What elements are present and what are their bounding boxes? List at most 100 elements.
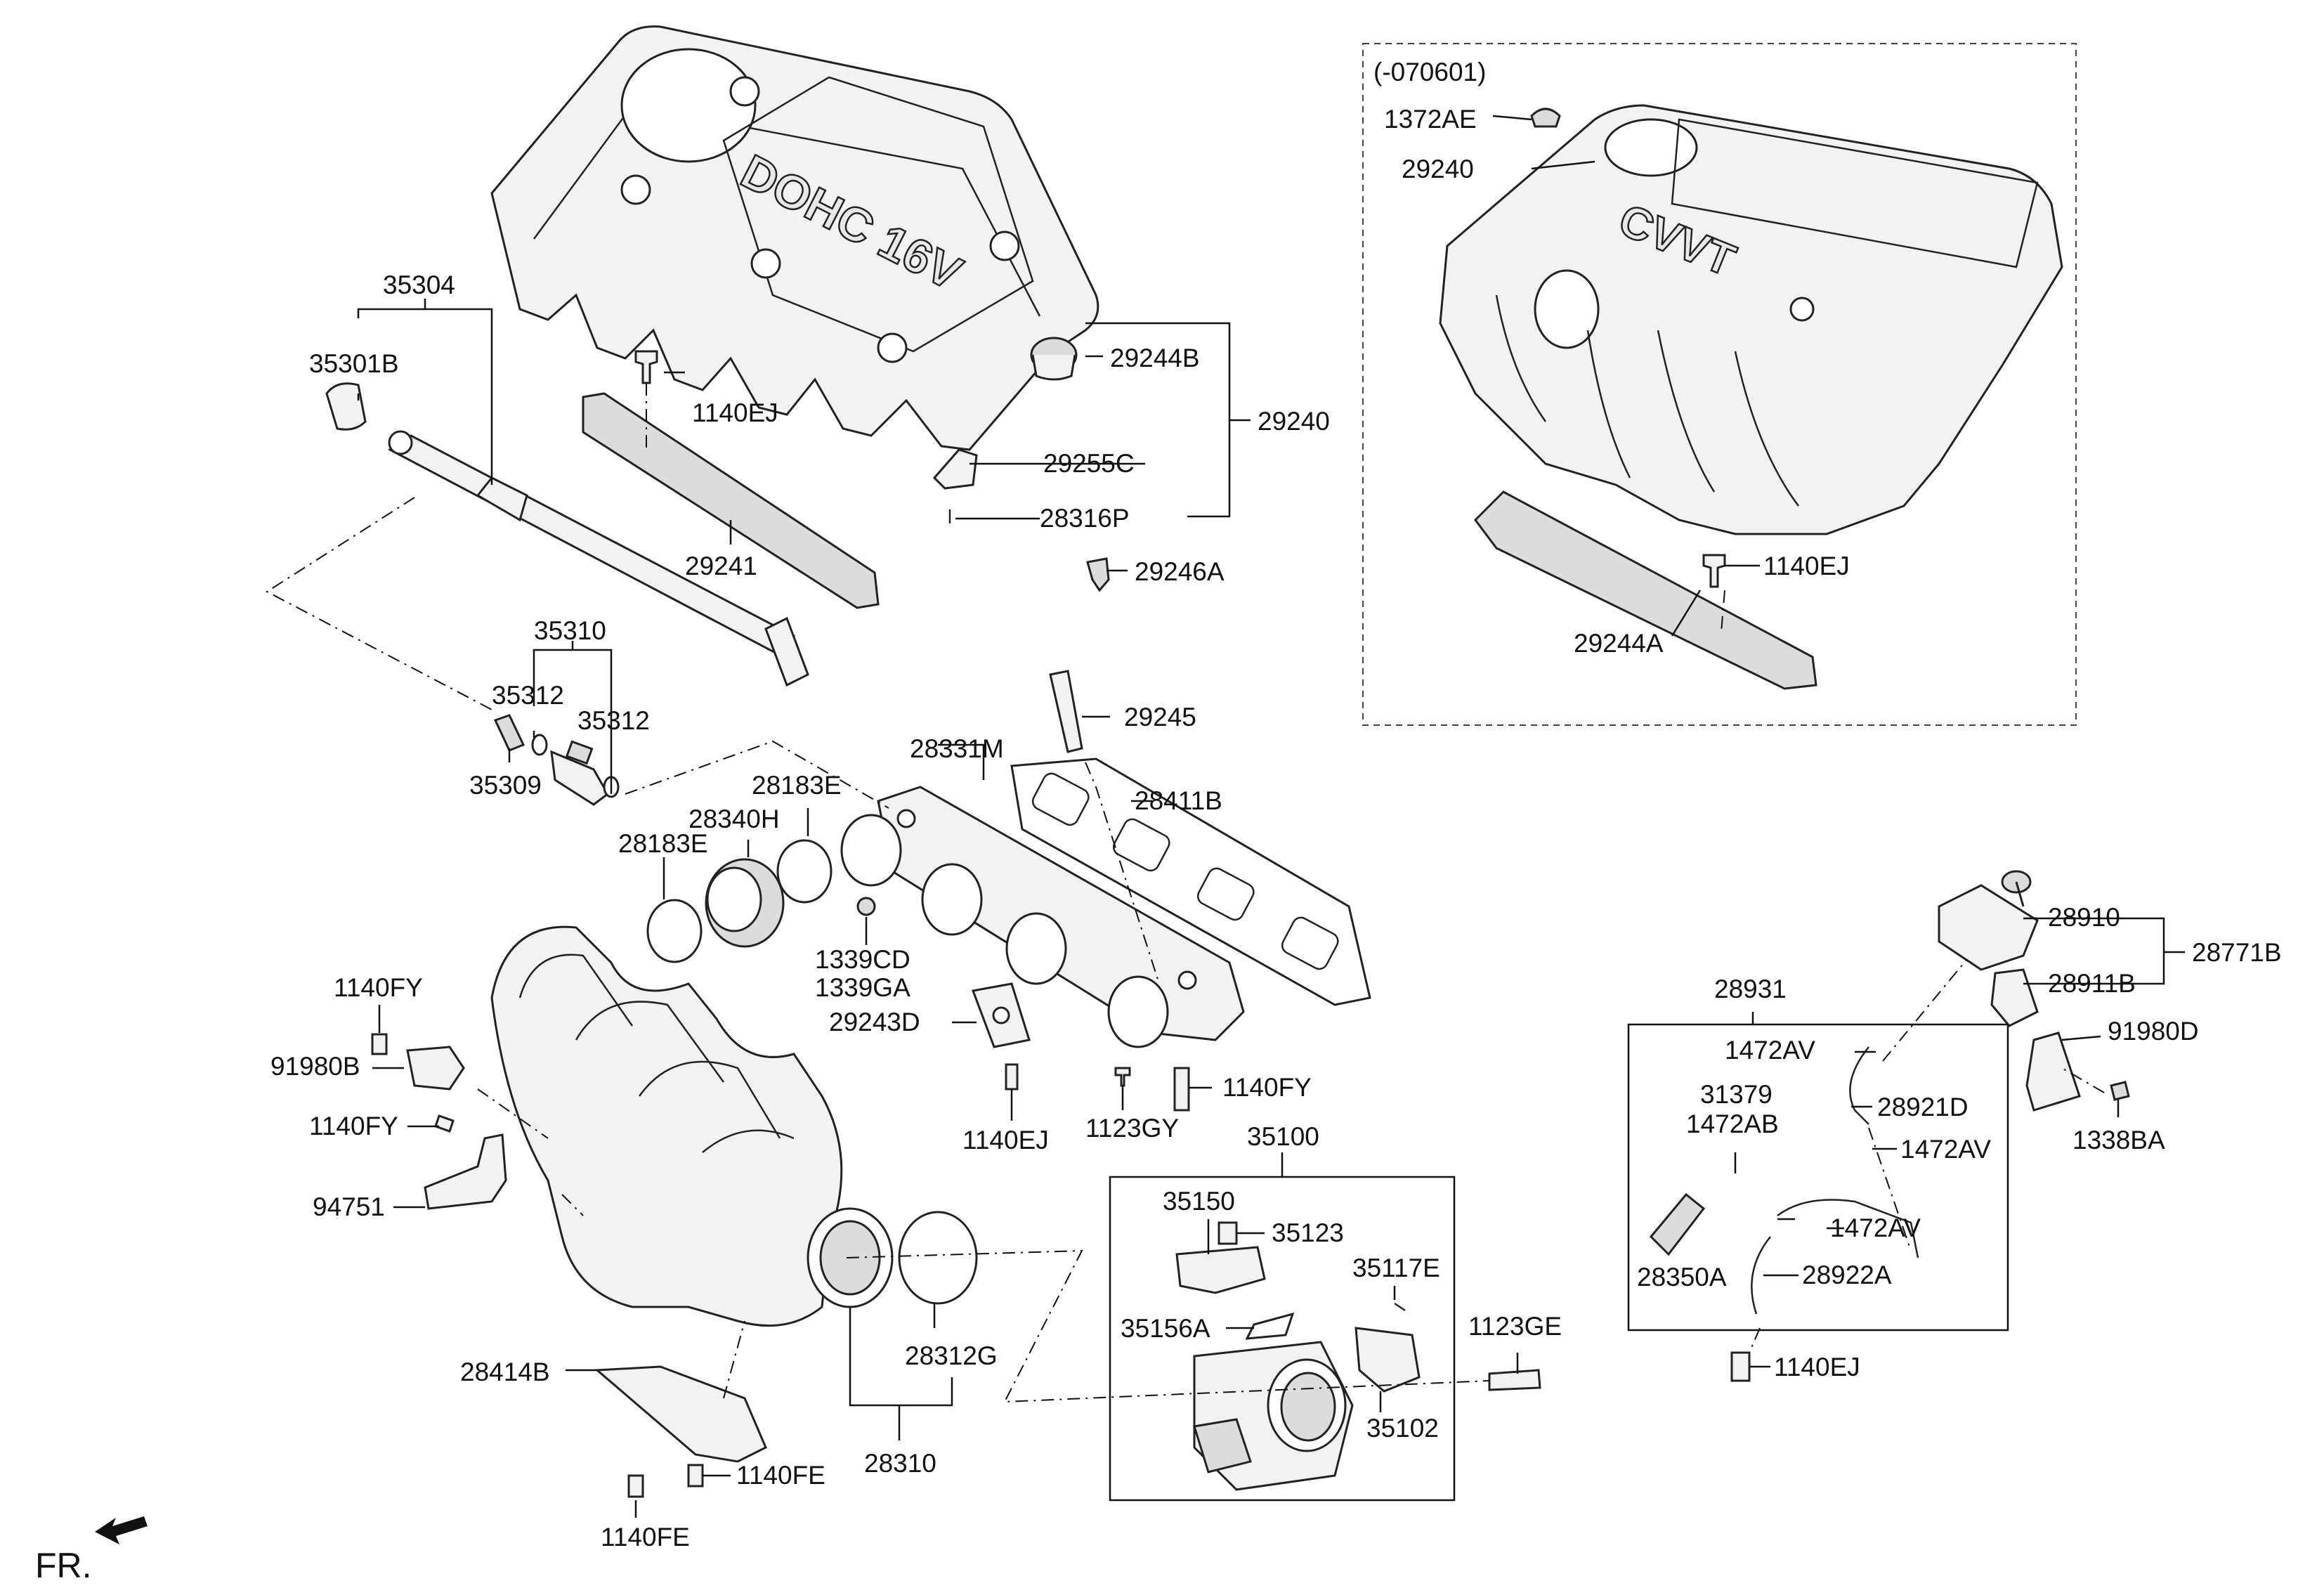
- label-1140ej-c: 1140EJ: [1763, 552, 1850, 580]
- bolt-1140fe-a: [627, 1474, 644, 1498]
- label-1140fe-b: 1140FE: [601, 1523, 690, 1551]
- bolt-1140ej-right: [1702, 554, 1726, 588]
- hose-28922a-lower: [1751, 1236, 1771, 1315]
- hose-28350a: [1649, 1192, 1706, 1256]
- bracket-28911b: [1990, 968, 2039, 1027]
- bolt-1123gy: [1114, 1067, 1131, 1087]
- throttle-body-35102: [1193, 1327, 1421, 1491]
- label-28910: 28910: [2048, 903, 2120, 932]
- label-29255c: 29255C: [1043, 449, 1135, 478]
- label-35310: 35310: [534, 616, 606, 645]
- label-1140fy-a: 1140FY: [1222, 1073, 1312, 1102]
- heat-shield-29241: [582, 392, 880, 609]
- label-28183e-a: 28183E: [752, 771, 842, 800]
- label-35156a: 35156A: [1121, 1314, 1210, 1343]
- label-29244b: 29244B: [1110, 344, 1200, 372]
- bolt-1123ge: [1488, 1369, 1541, 1391]
- label-29240-a: 29240: [1258, 407, 1330, 436]
- label-1140ej-d: 1140EJ: [1774, 1353, 1860, 1381]
- part-labels: 35304 35301B 1140EJ 29244B 29240 29255C …: [270, 58, 2282, 1551]
- label-1472av-a: 1472AV: [1725, 1036, 1815, 1065]
- fuel-rail-35304: [325, 382, 809, 687]
- label-1339cd: 1339CD: [815, 945, 910, 974]
- label-29245: 29245: [1124, 703, 1196, 731]
- injector-35310: [493, 714, 620, 806]
- label-91980d: 91980D: [2108, 1017, 2199, 1046]
- label-1123ge: 1123GE: [1468, 1312, 1562, 1341]
- clamp-28183e-left: [646, 899, 703, 963]
- engine-cover-left: DOHC 16V: [490, 25, 1099, 451]
- bracket-91980b: [406, 1046, 465, 1091]
- label-28310: 28310: [864, 1449, 936, 1478]
- label-070601: (-070601): [1373, 58, 1486, 86]
- label-29243d: 29243D: [829, 1008, 920, 1036]
- label-1140fy-c: 1140FY: [309, 1112, 398, 1140]
- label-31379: 31379: [1700, 1080, 1773, 1109]
- bracket-28414b: [594, 1365, 767, 1463]
- front-arrow-icon: [95, 1516, 148, 1544]
- label-1372ae: 1372AE: [1384, 105, 1477, 134]
- bracket-29255c: [932, 448, 978, 490]
- intake-manifold-28310: [490, 925, 894, 1327]
- label-28316p: 28316P: [1040, 504, 1130, 533]
- bolt-1140ej-mid: [1005, 1063, 1019, 1091]
- bracket-91980d: [2025, 1031, 2081, 1112]
- label-1472av-b: 1472AV: [1900, 1135, 1991, 1164]
- purge-valve-28910: [1938, 870, 2039, 971]
- label-1123gy: 1123GY: [1085, 1114, 1179, 1143]
- bolt-1140fy-left-b: [434, 1114, 455, 1133]
- label-35150: 35150: [1163, 1187, 1235, 1216]
- label-35100: 35100: [1247, 1122, 1319, 1151]
- label-35117e: 35117E: [1352, 1254, 1440, 1282]
- bolt-1140fy-left-a: [371, 1033, 388, 1055]
- label-35312-b: 35312: [577, 706, 650, 735]
- label-1472av-c: 1472AV: [1830, 1213, 1921, 1242]
- screw-35117e: [1394, 1302, 1406, 1312]
- label-35123: 35123: [1272, 1218, 1344, 1247]
- label-28414b: 28414B: [460, 1358, 550, 1386]
- label-1339ga: 1339GA: [815, 973, 910, 1002]
- label-1140fy-b: 1140FY: [334, 973, 423, 1002]
- label-35304: 35304: [383, 271, 455, 299]
- bolt-1140ej-top: [634, 350, 658, 384]
- front-direction-indicator: FR.: [35, 1516, 148, 1585]
- label-28931: 28931: [1714, 975, 1787, 1003]
- bolt-35123: [1218, 1221, 1238, 1245]
- gasket-35156a: [1245, 1312, 1295, 1340]
- hose-28340h-inner: [706, 866, 762, 932]
- nut-1339cd: [856, 897, 876, 916]
- label-28183e-b: 28183E: [618, 829, 708, 858]
- label-28921d: 28921D: [1877, 1093, 1969, 1121]
- label-1140ej-b: 1140EJ: [962, 1126, 1049, 1154]
- gasket-28312g: [898, 1211, 978, 1305]
- label-28771b: 28771B: [2192, 938, 2282, 967]
- label-1140fe-a: 1140FE: [736, 1461, 825, 1490]
- clamp-28183e-right: [776, 839, 833, 904]
- gasket-28411b: [1010, 757, 1371, 1006]
- leader-lines: [357, 115, 2185, 1518]
- pipe-28922a: [1777, 1199, 1919, 1258]
- fastener-29246a: [1086, 557, 1110, 592]
- label-28411b: 28411B: [1135, 786, 1222, 815]
- label-1472ab: 1472AB: [1686, 1109, 1779, 1138]
- stud-29245: [1049, 670, 1083, 753]
- label-28312g: 28312G: [905, 1341, 998, 1370]
- label-35309: 35309: [469, 771, 542, 800]
- box-28931: [1627, 1023, 2009, 1332]
- cap-1372ae: [1530, 108, 1561, 128]
- label-35312-a: 35312: [492, 681, 564, 710]
- label-28911b: 28911B: [2048, 969, 2136, 998]
- bracket-29243d-hole: [992, 1006, 1010, 1024]
- label-29241: 29241: [685, 552, 757, 580]
- label-94751: 94751: [313, 1192, 385, 1221]
- label-29246a: 29246A: [1135, 557, 1225, 586]
- bolt-1140fe-b: [687, 1464, 704, 1488]
- label-1140ej-a: 1140EJ: [692, 398, 778, 427]
- label-1338ba: 1338BA: [2072, 1126, 2165, 1154]
- label-29240-b: 29240: [1402, 155, 1474, 183]
- bolt-1140fy-mid: [1173, 1067, 1190, 1112]
- label-28350a: 28350A: [1637, 1263, 1727, 1291]
- label-29244a: 29244A: [1574, 629, 1664, 658]
- sensor-35150: [1175, 1246, 1266, 1294]
